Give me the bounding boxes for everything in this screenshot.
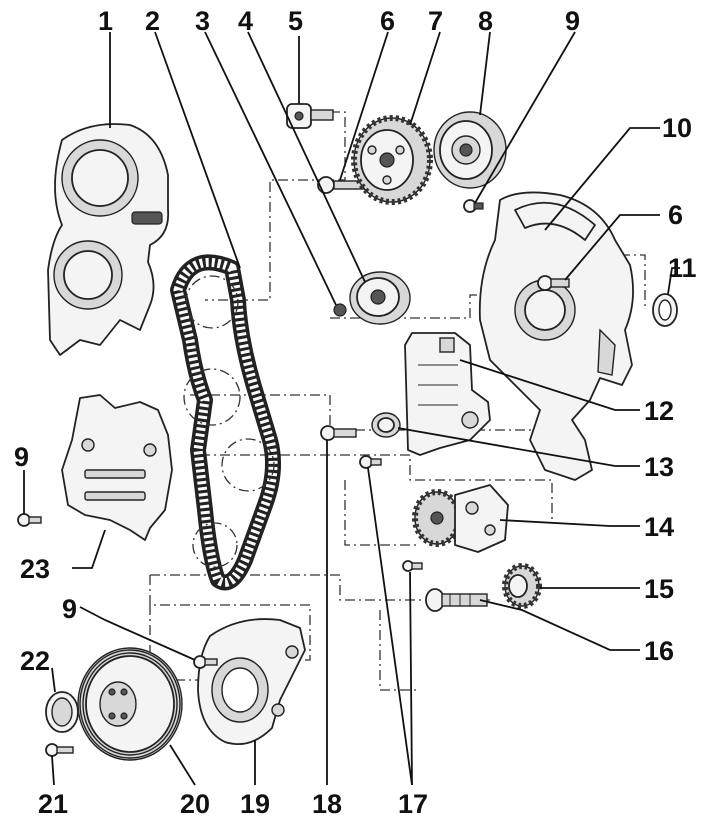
timing-belt <box>170 254 281 591</box>
leader-lines <box>23 31 680 786</box>
rear-timing-cover <box>478 191 634 481</box>
callout-15: 15 <box>644 574 674 604</box>
callout-23: 23 <box>20 554 50 584</box>
pulley-seal <box>45 691 79 733</box>
callout-9: 9 <box>565 6 580 36</box>
callout-6: 6 <box>380 6 395 36</box>
callout-20: 20 <box>180 789 210 819</box>
idler-roller <box>433 111 507 189</box>
seal-ring <box>652 293 678 327</box>
cover-bolt-left <box>17 513 42 527</box>
callout-3: 3 <box>195 6 210 36</box>
tensioner-nut <box>333 303 347 317</box>
crankshaft-sprocket <box>502 563 542 609</box>
upper-timing-cover <box>47 123 170 356</box>
crankshaft-pulley <box>77 647 183 761</box>
callout-7: 7 <box>428 6 443 36</box>
callout-18: 18 <box>312 789 342 819</box>
tensioner-bolt <box>286 103 334 129</box>
callout-21: 21 <box>38 789 68 819</box>
callout-22: 22 <box>20 646 50 676</box>
cover-bolt-lower <box>193 655 218 669</box>
callout-16: 16 <box>644 636 674 666</box>
callout-17: 17 <box>398 789 428 819</box>
callout-14: 14 <box>644 512 674 542</box>
callout-5: 5 <box>288 6 303 36</box>
belt-tensioner <box>349 271 411 325</box>
callout-labels: 1 2 3 4 5 6 7 8 9 10 6 11 12 13 14 15 16… <box>14 6 697 819</box>
lower-cover-plate <box>197 618 306 746</box>
callout-6-rear: 6 <box>668 200 683 230</box>
callout-8: 8 <box>478 6 493 36</box>
crankshaft-bolt <box>425 588 488 612</box>
callout-11: 11 <box>668 253 697 283</box>
callout-2: 2 <box>145 6 160 36</box>
callout-9-lower: 9 <box>62 594 77 624</box>
callout-10: 10 <box>662 113 692 143</box>
callout-4: 4 <box>238 6 253 36</box>
pulley-position-circles <box>183 275 275 568</box>
middle-bolts <box>320 425 423 572</box>
callout-12: 12 <box>644 396 674 426</box>
lower-timing-cover <box>61 394 173 541</box>
water-pump <box>412 484 509 553</box>
callout-1: 1 <box>98 6 113 36</box>
guide-roller <box>371 412 401 438</box>
callout-9-left: 9 <box>14 442 29 472</box>
cover-bolt-upper <box>463 199 484 213</box>
callout-13: 13 <box>644 452 674 482</box>
pulley-bolt <box>45 743 74 757</box>
rear-cover-bolt <box>537 275 570 291</box>
camshaft-sprocket <box>351 115 433 205</box>
callout-19: 19 <box>240 789 270 819</box>
